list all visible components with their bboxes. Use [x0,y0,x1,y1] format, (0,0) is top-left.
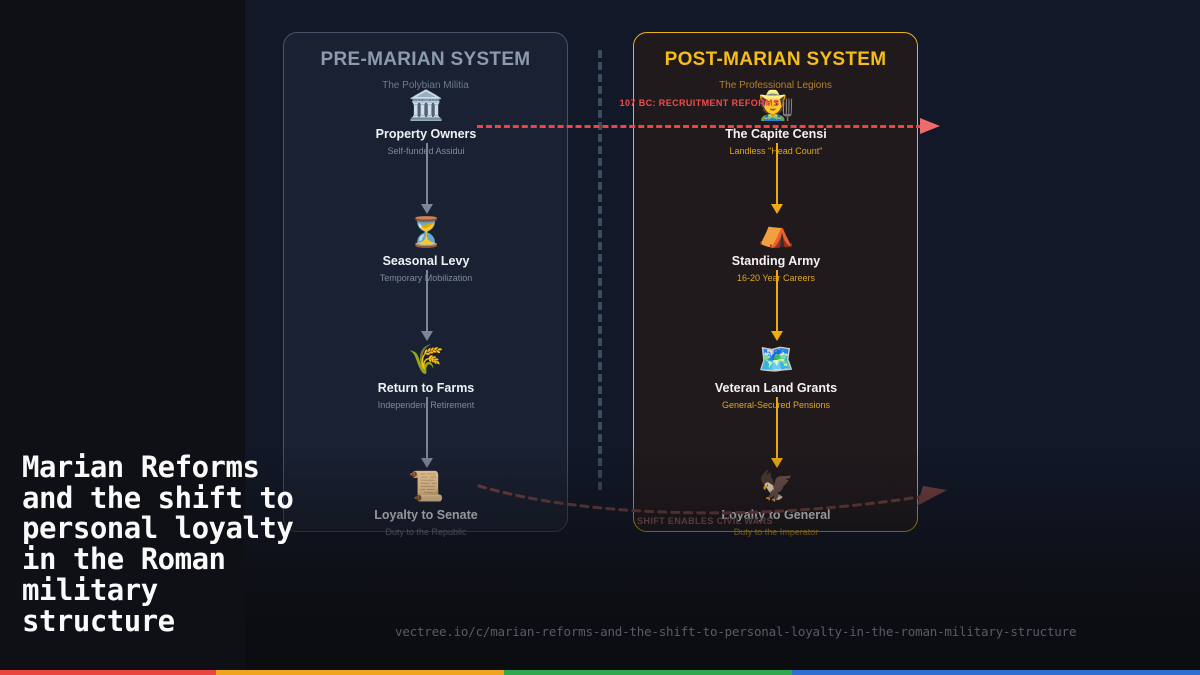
connector-post-1 [770,270,783,341]
node-subtitle: Duty to the Imperator [733,527,819,537]
left-sidebar [0,0,245,675]
tent-icon: ⛺ [757,217,795,249]
node-title: Seasonal Levy [382,254,470,268]
center-divider [598,50,602,490]
connector-post-2 [770,397,783,468]
connector-pre-1 [420,270,433,341]
connector-pre-0 [420,143,433,214]
node-title: Return to Farms [377,381,475,395]
sheaf-of-rice-icon: 🌾 [407,344,445,376]
panel-pre-title: PRE-MARIAN SYSTEM [320,49,531,70]
connector-pre-2 [420,397,433,468]
world-map-icon: 🗺️ [757,344,795,376]
bottom-cross-arrow [475,480,965,520]
bottom-color-bar [0,670,1200,675]
top-arrow-label: 107 BC: RECRUITMENT REFORMS [619,98,780,108]
node-title: Veteran Land Grants [714,381,838,395]
panel-post-title: POST-MARIAN SYSTEM [664,49,887,70]
page-title: Marian Reforms and the shift to personal… [22,450,294,638]
top-cross-arrow [477,118,952,134]
node-title: Standing Army [731,254,821,268]
connector-post-0 [770,143,783,214]
hourglass-icon: ⏳ [407,217,445,249]
bottom-arrow-label: SHIFT ENABLES CIVIL WARS [637,516,773,526]
footer-url: vectree.io/c/marian-reforms-and-the-shif… [395,624,1077,639]
